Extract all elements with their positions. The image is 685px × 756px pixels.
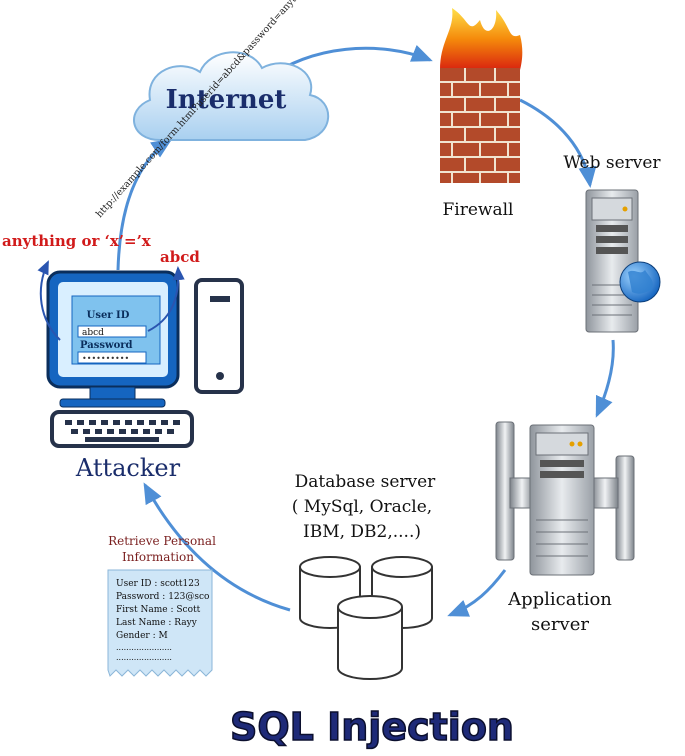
receipt-line-4: Last Name : Rayy (116, 618, 198, 628)
arrow-appserver-to-database (447, 569, 507, 617)
application-server-icon (495, 421, 635, 576)
stolen-record-receipt-icon (107, 569, 213, 677)
retrieve-caption-line1: Retrieve Personal (108, 534, 216, 548)
injected-userid-text: abcd (160, 248, 200, 266)
attacker-monitor-icon (46, 270, 180, 408)
login-password-mask: •••••••••• (82, 354, 129, 363)
arrow-webserver-to-appserver (595, 339, 615, 418)
firewall-bricks (440, 68, 520, 183)
database-server-label-line2: ( MySql, Oracle, (292, 497, 432, 517)
web-server-label: Web server (563, 153, 661, 173)
receipt-line-6: ...................... (116, 643, 172, 652)
attacker-label: Attacker (75, 454, 181, 482)
receipt-line-3: First Name : Scott (116, 605, 201, 615)
diagram-title: SQL Injection (230, 705, 514, 749)
receipt-line-7: ...................... (116, 653, 172, 662)
internet-label: Internet (166, 85, 287, 115)
injected-password-text: anything or ‘x’=’x (2, 232, 152, 250)
database-server-label-line1: Database server (295, 472, 437, 492)
application-server-label-line1: Application (507, 589, 612, 610)
firewall-label: Firewall (443, 200, 514, 220)
internet-cloud-icon (133, 51, 330, 141)
arrow-userid-injection (147, 266, 185, 332)
arrow-attacker-to-internet (116, 138, 173, 271)
arrow-firewall-to-webserver (519, 98, 597, 188)
login-userid-label: User ID (87, 310, 130, 321)
application-server-label-line2: server (531, 614, 589, 635)
attacker-tower-icon (194, 278, 244, 394)
receipt-line-1: User ID : scott123 (116, 579, 200, 589)
arrow-password-injection (37, 260, 61, 341)
receipt-line-5: Gender : M (116, 631, 168, 641)
login-password-label: Password (80, 340, 133, 351)
retrieve-caption-line2: Information (122, 550, 194, 564)
web-server-icon (585, 189, 639, 333)
database-cylinders-icon (299, 556, 433, 680)
globe-icon (619, 261, 661, 303)
database-server-label-line3: IBM, DB2,....) (303, 522, 421, 542)
receipt-line-2: Password : 123@sco (116, 592, 209, 602)
login-userid-value: abcd (82, 328, 104, 338)
attacker-keyboard-icon (50, 410, 194, 448)
arrow-database-to-attacker (143, 482, 291, 612)
